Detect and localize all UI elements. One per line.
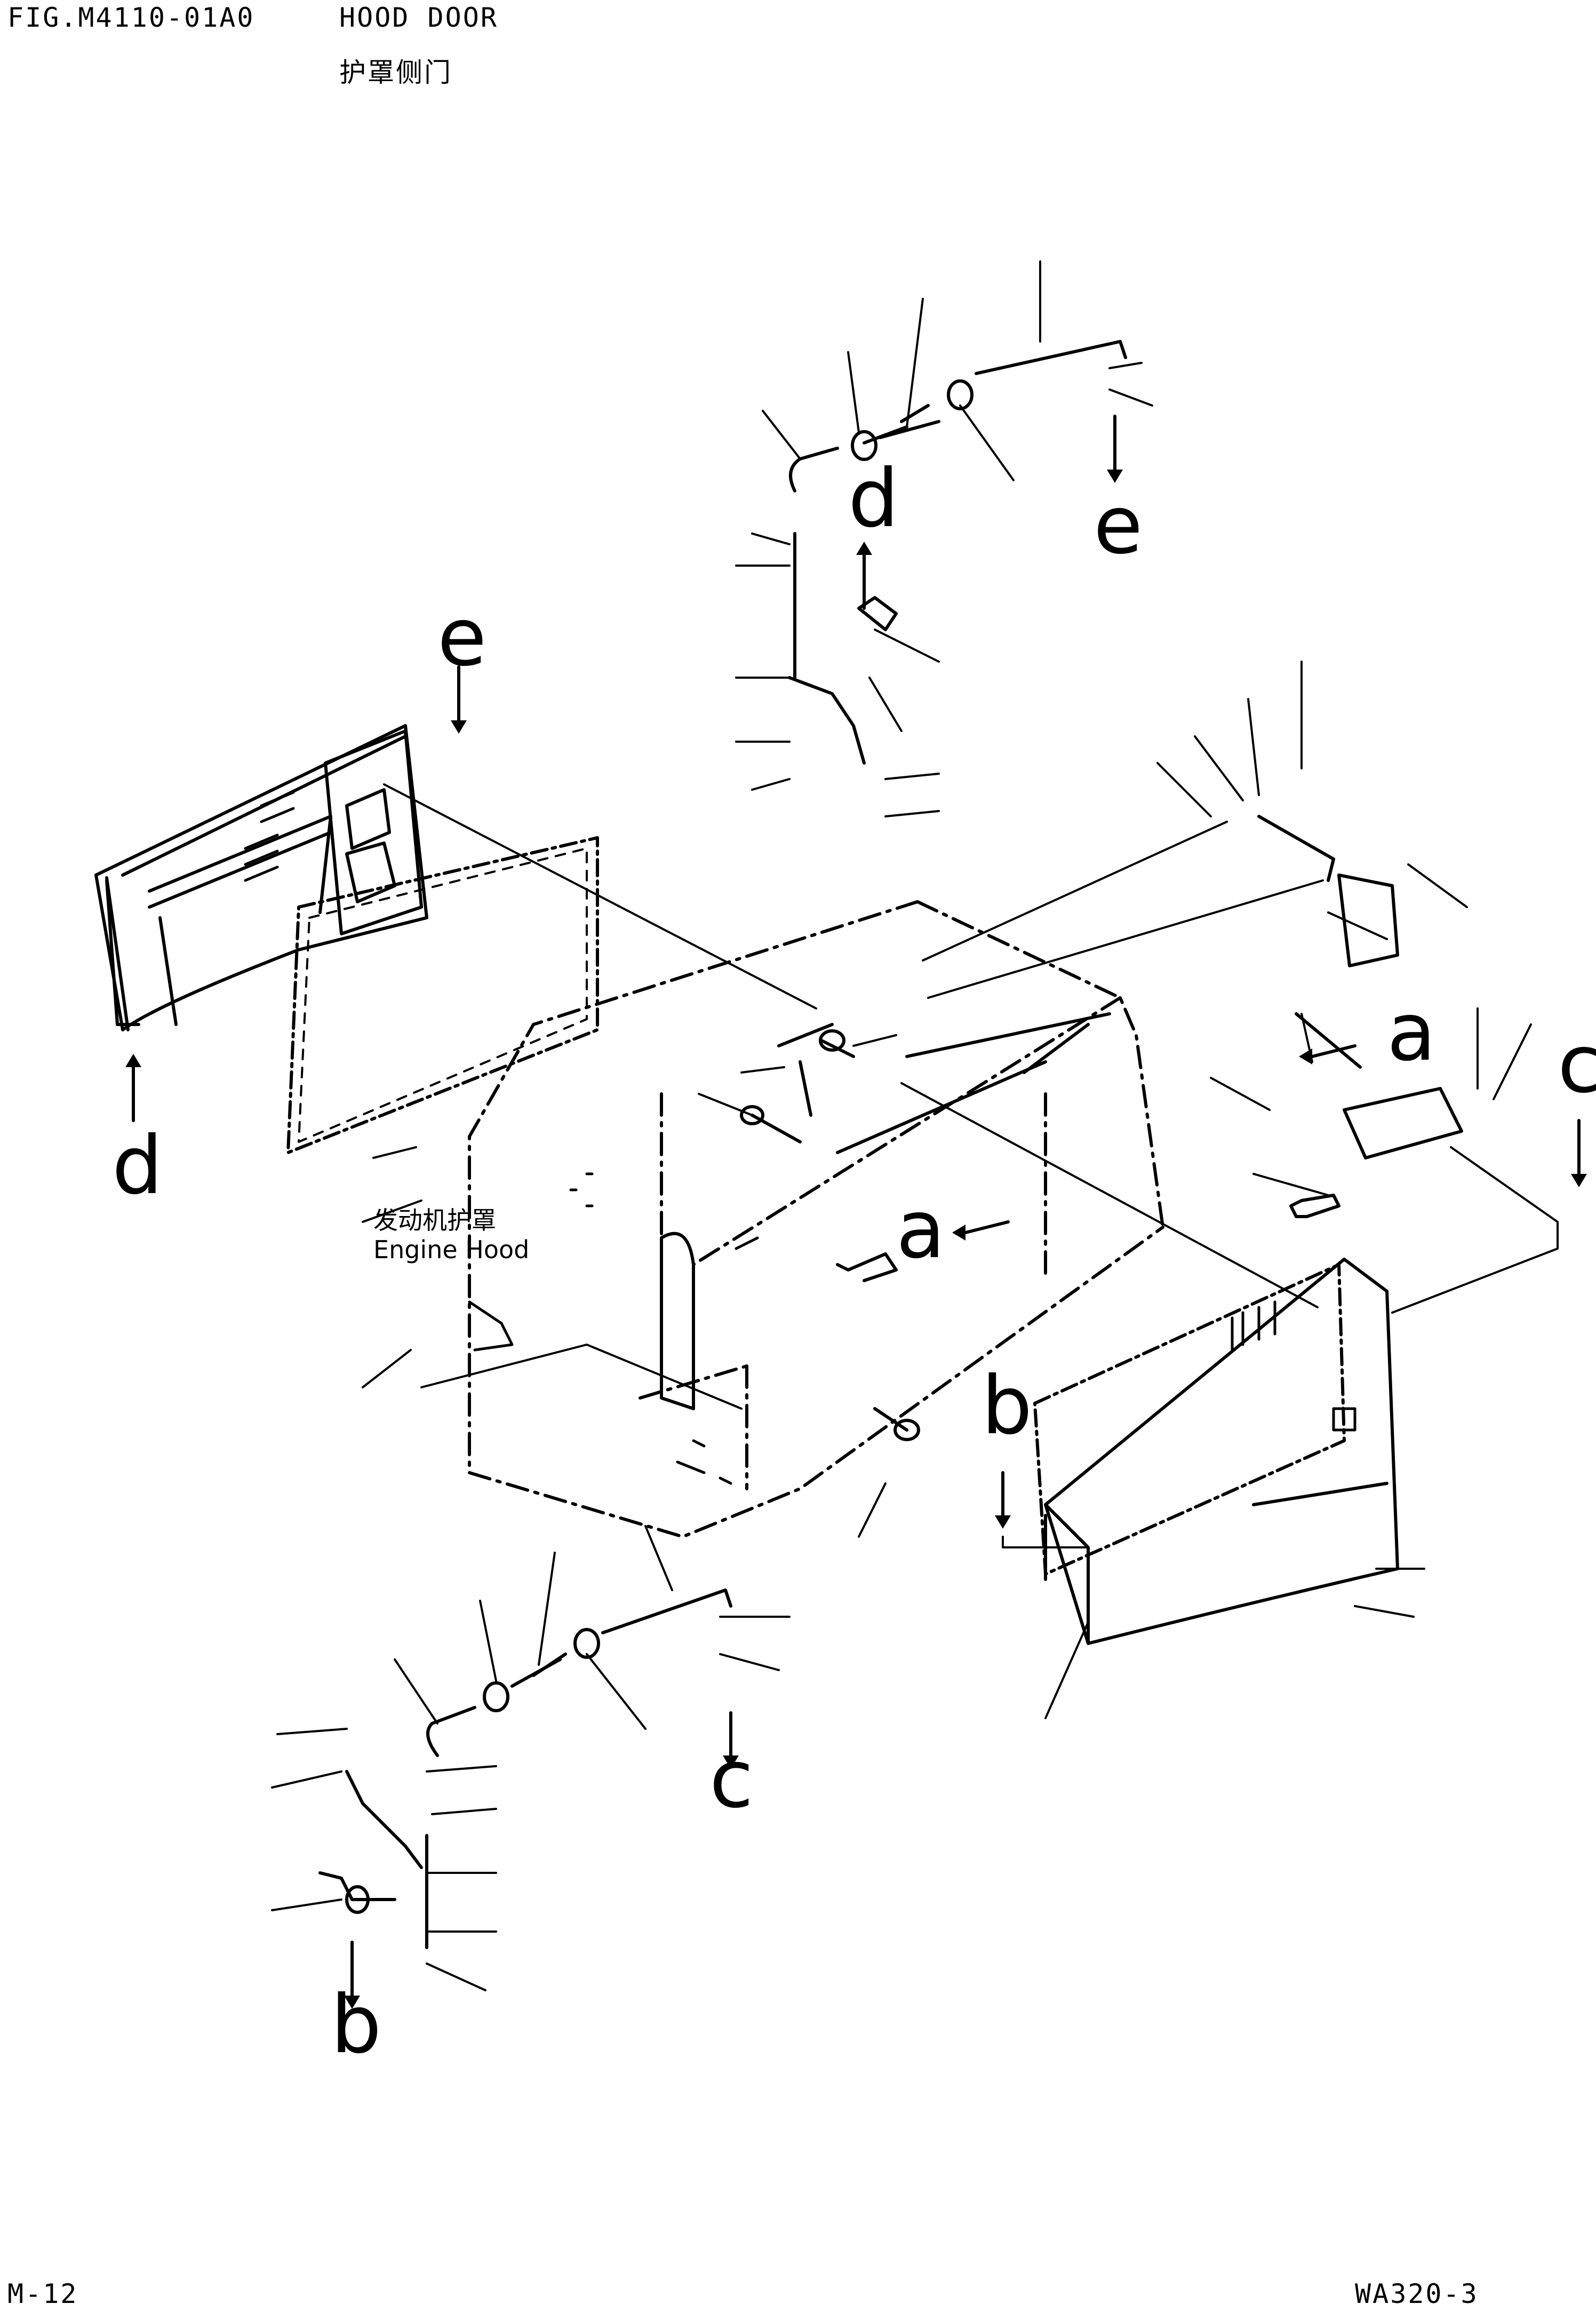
ref-label-a-right: a (1387, 986, 1436, 1079)
ref-label-c-right: c (1558, 1018, 1596, 1111)
ref-label-c-bottom: c (709, 1733, 754, 1826)
ref-label-d-top: d (848, 452, 899, 545)
ref-label-e-top: e (1094, 479, 1143, 572)
machine-model: WA320-3 (1355, 2278, 1479, 2309)
page-number: M-12 (7, 2278, 78, 2309)
right-side-hardware (777, 815, 1463, 1282)
left-door-gasket (286, 836, 599, 1154)
ref-label-b-bottom: b (331, 1979, 382, 2071)
connection-lines (383, 677, 1559, 1548)
top-hinge-assembly (788, 340, 1127, 765)
engine-hood-label-cn: 发动机护罩 (373, 1206, 496, 1235)
ref-label-b-right: b (981, 1360, 1033, 1452)
hood-front-edge (660, 1012, 1111, 1410)
arrow-heads (125, 470, 1587, 2009)
ref-label-a-center: a (896, 1183, 945, 1276)
figure-title-en: HOOD DOOR (339, 2, 498, 33)
engine-hood-label-en: Engine Hood (373, 1235, 530, 1265)
right-side-leaders (362, 661, 1532, 1719)
bottom-hinge-leaders (271, 1525, 791, 1991)
hood-bolts (740, 1029, 920, 1441)
engine-hood-label: 发动机护罩 Engine Hood (373, 1206, 529, 1265)
right-door-gasket (1033, 1263, 1346, 1576)
reference-arrows (132, 415, 1581, 1997)
left-hood-door (94, 724, 428, 1031)
figure-title-cn: 护罩侧门 (339, 57, 452, 88)
ref-label-d-left: d (112, 1119, 163, 1212)
bottom-hinge-assembly (318, 1588, 732, 1949)
ref-label-e-left: e (437, 591, 487, 684)
figure-code: FIG.M4110-01A0 (7, 2, 255, 33)
hood-small-marks (468, 1172, 759, 1485)
engine-hood-outline (468, 900, 1164, 1538)
top-hinge-leaders (735, 260, 1153, 817)
right-hood-door (1044, 1258, 1399, 1645)
